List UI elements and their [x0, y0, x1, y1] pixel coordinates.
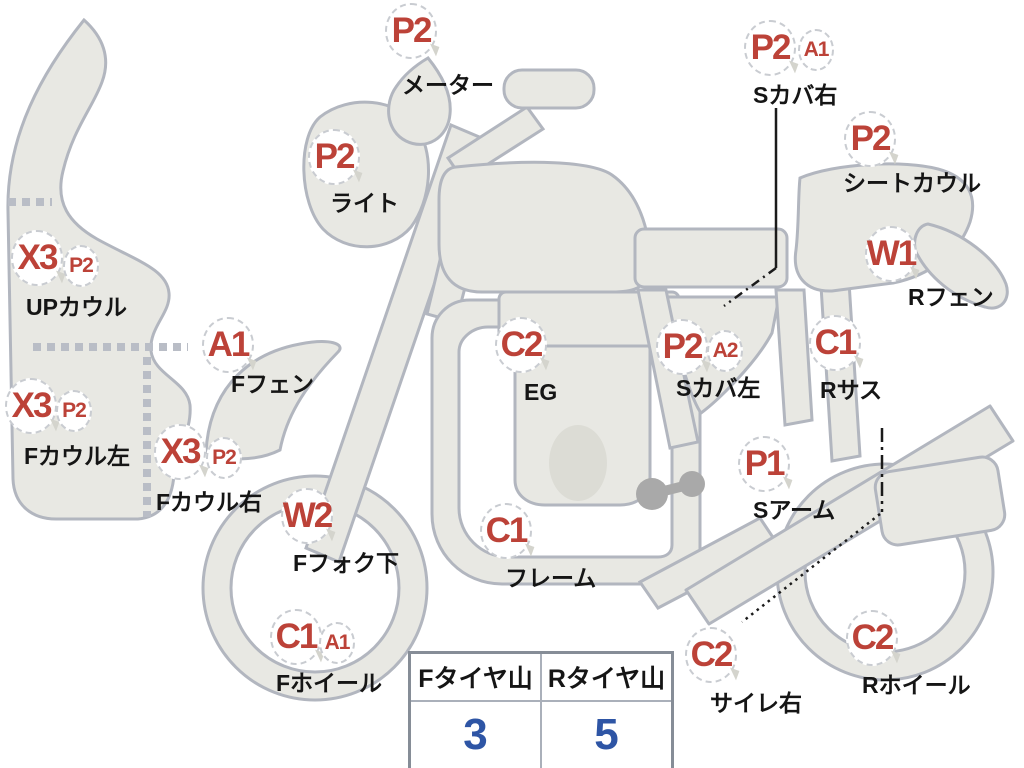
part-label: シートカウル — [843, 170, 981, 196]
damage-code-badge: C2 — [495, 317, 547, 373]
damage-code-badge: A1 — [202, 317, 254, 373]
seat-base-shape — [633, 227, 789, 289]
part-label: Rサス — [820, 377, 883, 403]
damage-code-badge: C2 — [846, 610, 898, 666]
part-label: Fカウル左 — [24, 443, 131, 469]
handlebar-grip-shape — [502, 68, 596, 110]
damage-code-sub-badge: A2 — [707, 330, 743, 372]
part-label: サイレ右 — [710, 690, 802, 716]
part-label: Fフェン — [231, 371, 315, 397]
damage-code-badge: P1 — [738, 436, 790, 492]
part-label: ライト — [330, 190, 399, 216]
damage-code-badge: X3 — [5, 378, 57, 434]
silencer-pointer-dotted — [741, 513, 881, 623]
damage-code-badge: C1 — [270, 609, 322, 665]
front-tire-tread-value: 3 — [408, 700, 542, 768]
damage-code-badge: C1 — [809, 315, 861, 371]
damage-code-badge: P2 — [844, 111, 896, 167]
damage-code-badge: P2 — [744, 20, 796, 76]
part-label: UPカウル — [26, 294, 127, 320]
engine-case-shape — [549, 425, 607, 501]
damage-code-badge: C1 — [480, 503, 532, 559]
swing-arm-end-shape — [873, 455, 1007, 547]
part-label: Sカバ左 — [676, 375, 761, 401]
foot-peg-shape — [636, 471, 705, 510]
damage-code-badge: W1 — [865, 226, 917, 282]
part-label: Sカバ右 — [753, 82, 838, 108]
damage-code-sub-badge: P2 — [63, 245, 99, 287]
part-label: EG — [524, 379, 558, 405]
rear-tire-tread-header: Rタイヤ山 — [540, 651, 674, 702]
damage-code-sub-badge: P2 — [56, 390, 92, 432]
part-label: Sアーム — [753, 497, 836, 523]
damage-code-sub-badge: P2 — [206, 437, 242, 479]
meter-shape — [387, 56, 452, 146]
part-label: Fカウル右 — [156, 489, 263, 515]
swing-arm-shape — [684, 404, 1015, 626]
rear-tire-tread-value: 5 — [540, 700, 674, 768]
part-label: Fフォク下 — [293, 550, 400, 576]
part-label: フレーム — [505, 565, 597, 591]
damage-code-badge: P2 — [308, 129, 360, 185]
fuel-tank-shape — [437, 160, 651, 294]
damage-code-badge: X3 — [11, 230, 63, 286]
front-fender-shape — [204, 340, 342, 461]
part-label: Rフェン — [908, 284, 994, 310]
damage-code-badge: C2 — [685, 627, 737, 683]
damage-code-badge: P2 — [385, 3, 437, 59]
tire-tread-table: Fタイヤ山 Rタイヤ山 3 5 — [408, 651, 674, 768]
rear-strut2-shape — [774, 288, 814, 427]
damage-code-badge: P2 — [656, 319, 708, 375]
part-label: Fホイール — [276, 670, 383, 696]
damage-code-sub-badge: A1 — [798, 29, 834, 71]
damage-code-badge: W2 — [281, 488, 333, 544]
front-tire-tread-header: Fタイヤ山 — [408, 651, 542, 702]
part-label: メーター — [402, 72, 494, 98]
part-label: Rホイール — [862, 672, 971, 698]
damage-code-badge: X3 — [154, 424, 206, 480]
damage-code-sub-badge: A1 — [319, 622, 355, 664]
